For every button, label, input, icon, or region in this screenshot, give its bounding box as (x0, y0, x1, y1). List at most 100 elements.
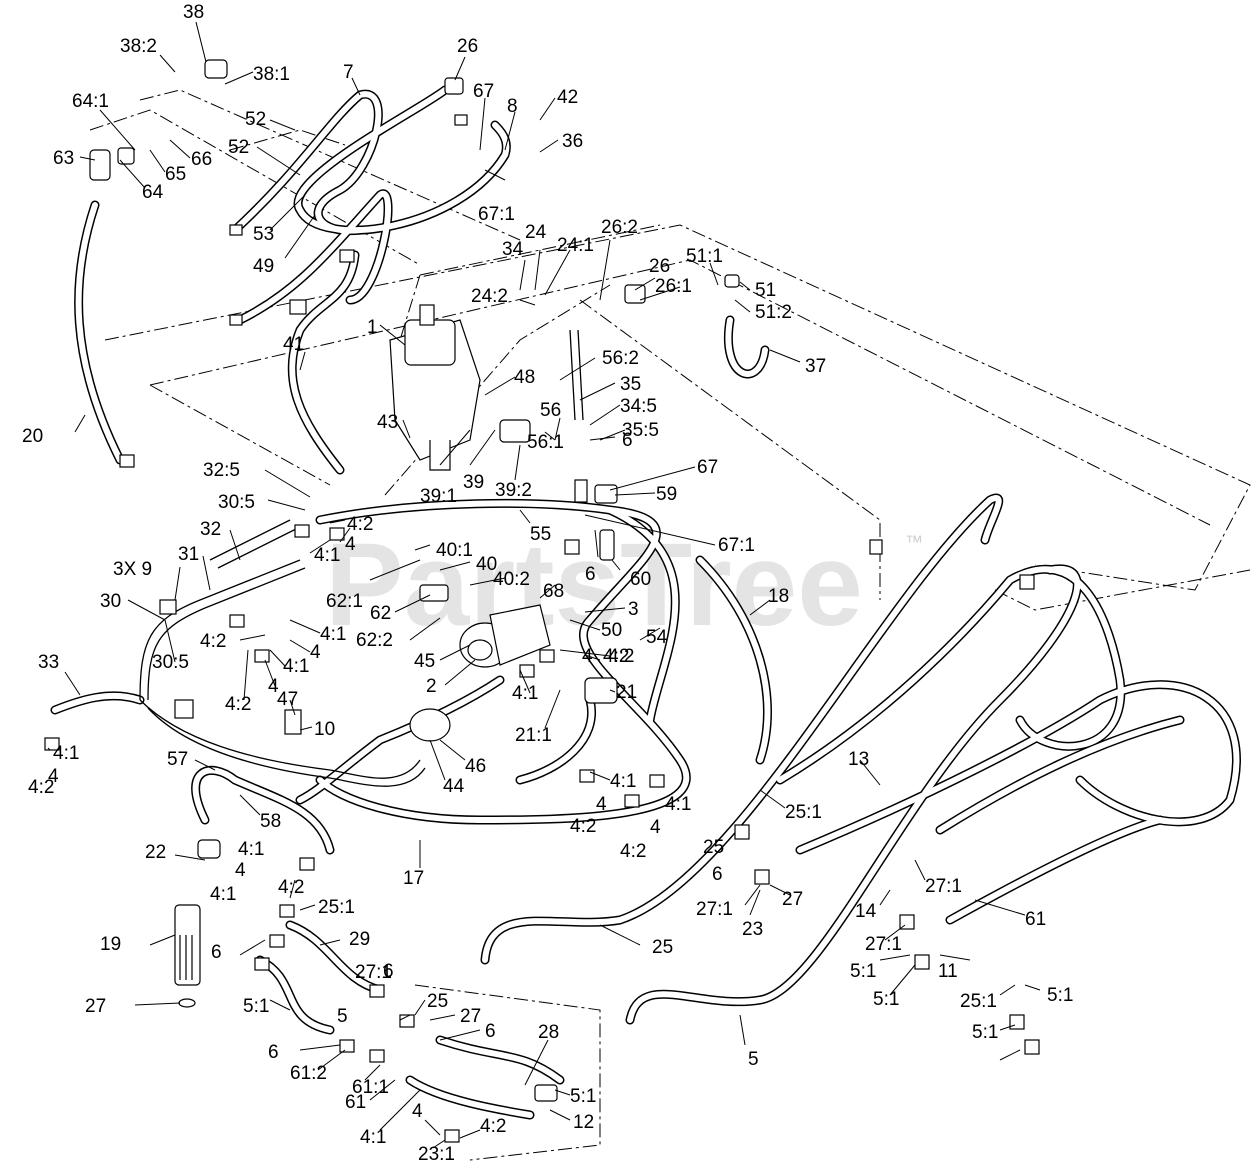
watermark-text: PartsTree (325, 519, 863, 651)
callout-label: 58 (260, 811, 281, 832)
callout-label: 30:5 (152, 652, 189, 673)
callout-label: 40 (476, 554, 497, 575)
callout-label: 35:5 (622, 420, 659, 441)
callout-label: 4 (596, 794, 607, 815)
callout-label: 54 (646, 627, 668, 648)
callout-label: 61:1 (352, 1077, 389, 1098)
watermark: PartsTree ™ (325, 519, 923, 651)
dash-dot-outlines (89, 89, 1251, 1161)
callout-label: 40:2 (493, 569, 530, 590)
callout-label: 4 (48, 766, 59, 787)
callout-label: 27:1 (865, 934, 902, 955)
callout-label: 25 (427, 991, 448, 1012)
callout-label: 38 (183, 2, 204, 23)
callout-label: 26:1 (655, 276, 692, 297)
callout-label: 24 (525, 222, 547, 243)
callout-label: 41 (283, 334, 304, 355)
callout-label: 30:5 (218, 492, 255, 513)
callout-label: 23 (742, 919, 763, 940)
callout-label: 12 (573, 1112, 594, 1133)
callout-label: 35 (620, 374, 641, 395)
callout-label: 4 (268, 676, 279, 697)
callout-label: 4:2 (225, 694, 251, 715)
callout-label: 29 (349, 929, 370, 950)
callout-label: 25:1 (318, 897, 355, 918)
callout-label: 49 (253, 256, 274, 277)
callout-label: 67:1 (718, 535, 755, 556)
callout-label: 34 (502, 239, 524, 260)
callout-label: 11 (938, 961, 958, 982)
callout-label: 5 (748, 1049, 759, 1070)
callout-label: 40:1 (436, 540, 473, 561)
callout-label: 56 (540, 400, 561, 421)
callout-label: 59 (656, 484, 677, 505)
callout-label: 4:2 (480, 1116, 506, 1137)
callout-label: 17 (403, 868, 424, 889)
callout-label: 56:1 (527, 432, 564, 453)
callout-label: 52 (245, 109, 266, 130)
callout-label: 4:2 (620, 841, 646, 862)
callout-label: 6 (268, 1042, 279, 1063)
callout-label: 4:2 (278, 877, 304, 898)
callout-label: 25:1 (960, 991, 997, 1012)
callout-label: 4:2 (347, 514, 373, 535)
callout-label: 4:1 (283, 656, 309, 677)
callout-label: 39 (463, 472, 484, 493)
callout-label: 26 (457, 36, 478, 57)
callout-label: 4 (650, 817, 661, 838)
callout-label: 4 (582, 646, 593, 667)
callout-label: 47 (277, 689, 298, 710)
callout-label: 65 (165, 164, 186, 185)
callout-label: 48 (514, 367, 535, 388)
callout-label: 3X 9 (113, 559, 152, 580)
callout-label: 6 (383, 961, 394, 982)
callout-label: 42 (557, 87, 578, 108)
callout-label: 14 (855, 901, 877, 922)
hose-26-8 (293, 85, 511, 235)
callout-label: 45 (414, 651, 435, 672)
callout-labels: 38 38:2 38:1 7 26 64:1 67 42 8 36 63 66 … (22, 2, 1073, 1165)
callout-label: 28 (538, 1022, 559, 1043)
callout-label: 66 (191, 149, 212, 170)
callout-label: 36 (562, 131, 583, 152)
callout-label: 4:1 (320, 624, 346, 645)
callout-label: 3 (628, 599, 639, 620)
callout-label: 46 (465, 756, 486, 777)
hoses-inner (52, 87, 1240, 1118)
callout-label: 34:5 (620, 396, 657, 417)
callout-label: 10 (314, 719, 335, 740)
callout-label: 26:2 (601, 217, 638, 238)
callout-label: 6 (485, 1021, 496, 1042)
callout-label: 5 (337, 1006, 348, 1027)
callout-label: 62:2 (356, 630, 393, 651)
callout-label: 67 (473, 81, 494, 102)
callout-label: 8 (507, 96, 518, 117)
callout-label: 1 (367, 317, 378, 338)
callout-label: 27:1 (355, 962, 392, 983)
callout-label: 67 (697, 457, 718, 478)
hydraulic-pump (459, 604, 551, 668)
callout-label: 25:1 (785, 802, 822, 823)
callout-label: 19 (100, 934, 121, 955)
callout-label: 61 (1025, 909, 1046, 930)
callout-label: 6 (585, 564, 596, 585)
callout-label: 38:1 (253, 64, 290, 85)
callout-label: 7 (343, 62, 354, 83)
callout-label: 5:1 (243, 996, 269, 1017)
callout-label: 27:1 (925, 876, 962, 897)
callout-label: 4:2 (570, 816, 596, 837)
callout-label: 33 (38, 652, 59, 673)
callout-label: 22 (145, 842, 166, 863)
callout-label: 64:1 (72, 91, 109, 112)
callout-label: 27 (782, 889, 803, 910)
callout-label: 4:1 (238, 839, 264, 860)
callout-label: 21 (616, 682, 637, 703)
callout-label: 31 (178, 544, 199, 565)
callout-label: 21:1 (515, 725, 552, 746)
callout-label: 6 (712, 864, 723, 885)
callout-label: 51:1 (686, 246, 723, 267)
callout-label: 4:1 (53, 743, 79, 764)
callout-label: 5:1 (873, 989, 899, 1010)
callout-label: 51:2 (755, 302, 792, 323)
callout-label: 4 (412, 1101, 423, 1122)
